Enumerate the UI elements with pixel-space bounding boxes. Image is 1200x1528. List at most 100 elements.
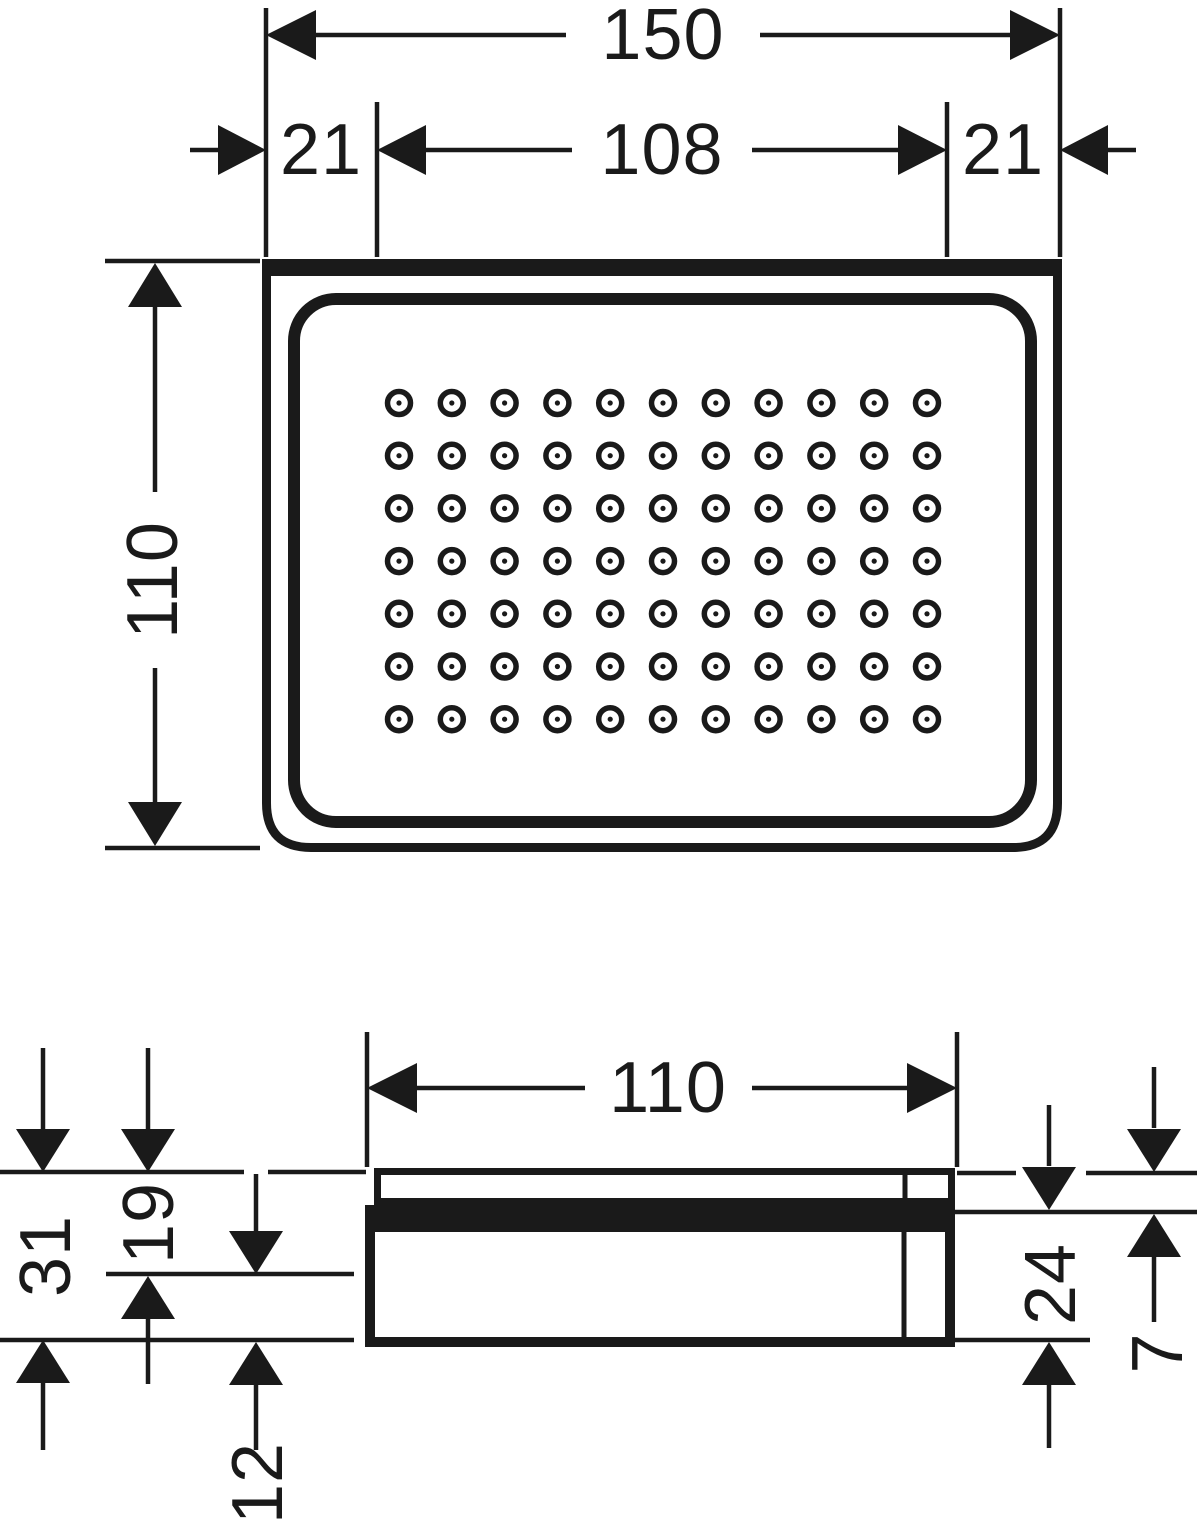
- drain-hole: [595, 652, 625, 681]
- drain-hole: [648, 494, 678, 523]
- drain-hole-center-dot: [396, 400, 402, 406]
- drain-hole: [384, 652, 414, 681]
- drain-hole-center-dot: [554, 663, 561, 670]
- arrowhead: [907, 1063, 957, 1113]
- dim-label-110-top: 110: [113, 521, 193, 639]
- drain-hole: [859, 494, 889, 523]
- drain-hole: [912, 546, 942, 576]
- drain-hole-center-dot: [607, 558, 613, 564]
- dim-label-108: 108: [600, 110, 723, 190]
- drain-hole: [490, 704, 519, 734]
- drain-hole: [754, 704, 783, 734]
- drain-hole: [490, 441, 519, 470]
- drain-hole-center-dot: [871, 558, 877, 564]
- drain-hole: [807, 652, 836, 681]
- drain-hole: [648, 546, 678, 576]
- drain-hole-center-dot: [554, 558, 561, 564]
- drain-hole: [490, 546, 519, 576]
- drain-hole: [754, 388, 783, 418]
- drain-hole: [701, 652, 731, 681]
- drain-hole-center-dot: [449, 505, 455, 511]
- arrowhead: [898, 125, 947, 175]
- drain-hole: [807, 546, 836, 576]
- top-view-inner-rim: [288, 293, 1037, 828]
- drain-hole: [384, 704, 414, 734]
- arrowhead: [367, 1063, 417, 1113]
- drain-hole-center-dot: [713, 716, 719, 722]
- drain-hole: [595, 599, 625, 629]
- drain-hole: [437, 388, 467, 418]
- dim-110-side-view: 110: [364, 1032, 960, 1167]
- drain-hole: [437, 441, 467, 470]
- drain-hole: [859, 546, 889, 576]
- drain-hole-center-dot: [607, 505, 613, 511]
- drain-hole: [437, 652, 467, 681]
- drain-hole-center-dot: [871, 505, 877, 511]
- drain-hole-center-dot: [660, 505, 666, 511]
- hole-grid: [384, 388, 942, 734]
- drain-hole-center-dot: [871, 453, 877, 459]
- top-dimensions: 150 21 108 21 110: [105, 0, 1136, 851]
- drain-hole: [437, 546, 467, 576]
- drain-hole: [543, 494, 572, 523]
- drain-hole: [701, 388, 731, 418]
- drain-hole: [490, 388, 519, 418]
- dim-label-110-side: 110: [609, 1048, 727, 1128]
- drain-hole-center-dot: [502, 400, 508, 406]
- drain-hole: [912, 494, 942, 523]
- drain-hole-center-dot: [607, 663, 613, 670]
- drain-hole-center-dot: [660, 453, 666, 459]
- dim-label-150: 150: [601, 0, 724, 75]
- drain-hole-center-dot: [554, 505, 561, 511]
- drain-hole-center-dot: [818, 611, 825, 617]
- drain-hole-center-dot: [924, 663, 930, 670]
- drain-hole-center-dot: [607, 611, 613, 617]
- drain-hole: [701, 704, 731, 734]
- drain-hole-center-dot: [396, 453, 402, 459]
- drain-hole-center-dot: [660, 558, 666, 564]
- drain-hole: [807, 599, 836, 629]
- drain-hole-center-dot: [871, 400, 877, 406]
- drain-hole-center-dot: [766, 453, 772, 459]
- drain-hole-center-dot: [502, 716, 508, 722]
- drain-hole-center-dot: [502, 611, 508, 617]
- drain-hole: [490, 599, 519, 629]
- drain-hole: [490, 652, 519, 681]
- drain-hole-center-dot: [449, 400, 455, 406]
- drain-hole: [754, 652, 783, 681]
- drain-hole-center-dot: [713, 663, 719, 670]
- drain-hole: [754, 546, 783, 576]
- drain-hole: [859, 441, 889, 470]
- drain-hole-center-dot: [607, 716, 613, 722]
- drain-hole-center-dot: [554, 453, 561, 459]
- side-view-top-rim: [374, 1168, 955, 1205]
- drain-hole: [807, 494, 836, 523]
- drain-hole-center-dot: [766, 400, 772, 406]
- drain-hole: [384, 441, 414, 470]
- drain-hole-center-dot: [502, 663, 508, 670]
- side-view-body: [365, 1222, 955, 1347]
- drain-hole-center-dot: [607, 453, 613, 459]
- drain-hole-center-dot: [396, 558, 402, 564]
- drain-hole: [754, 599, 783, 629]
- drain-hole-center-dot: [818, 558, 825, 564]
- top-view: [262, 259, 1062, 852]
- drain-hole-center-dot: [713, 400, 719, 406]
- arrowhead: [266, 10, 316, 60]
- dim-110-top-view: 110: [105, 258, 260, 851]
- drain-hole-center-dot: [871, 663, 877, 670]
- drain-hole: [543, 546, 572, 576]
- drain-hole: [384, 388, 414, 418]
- drain-hole-center-dot: [449, 453, 455, 459]
- drain-hole-center-dot: [396, 505, 402, 511]
- arrowhead: [121, 1129, 175, 1172]
- arrowhead: [128, 263, 182, 307]
- drain-hole: [648, 652, 678, 681]
- drain-hole: [912, 599, 942, 629]
- drain-hole: [437, 494, 467, 523]
- drain-hole: [859, 388, 889, 418]
- arrowhead: [1010, 10, 1060, 60]
- drain-hole-center-dot: [396, 663, 402, 670]
- drain-hole-center-dot: [871, 611, 877, 617]
- drain-hole: [859, 599, 889, 629]
